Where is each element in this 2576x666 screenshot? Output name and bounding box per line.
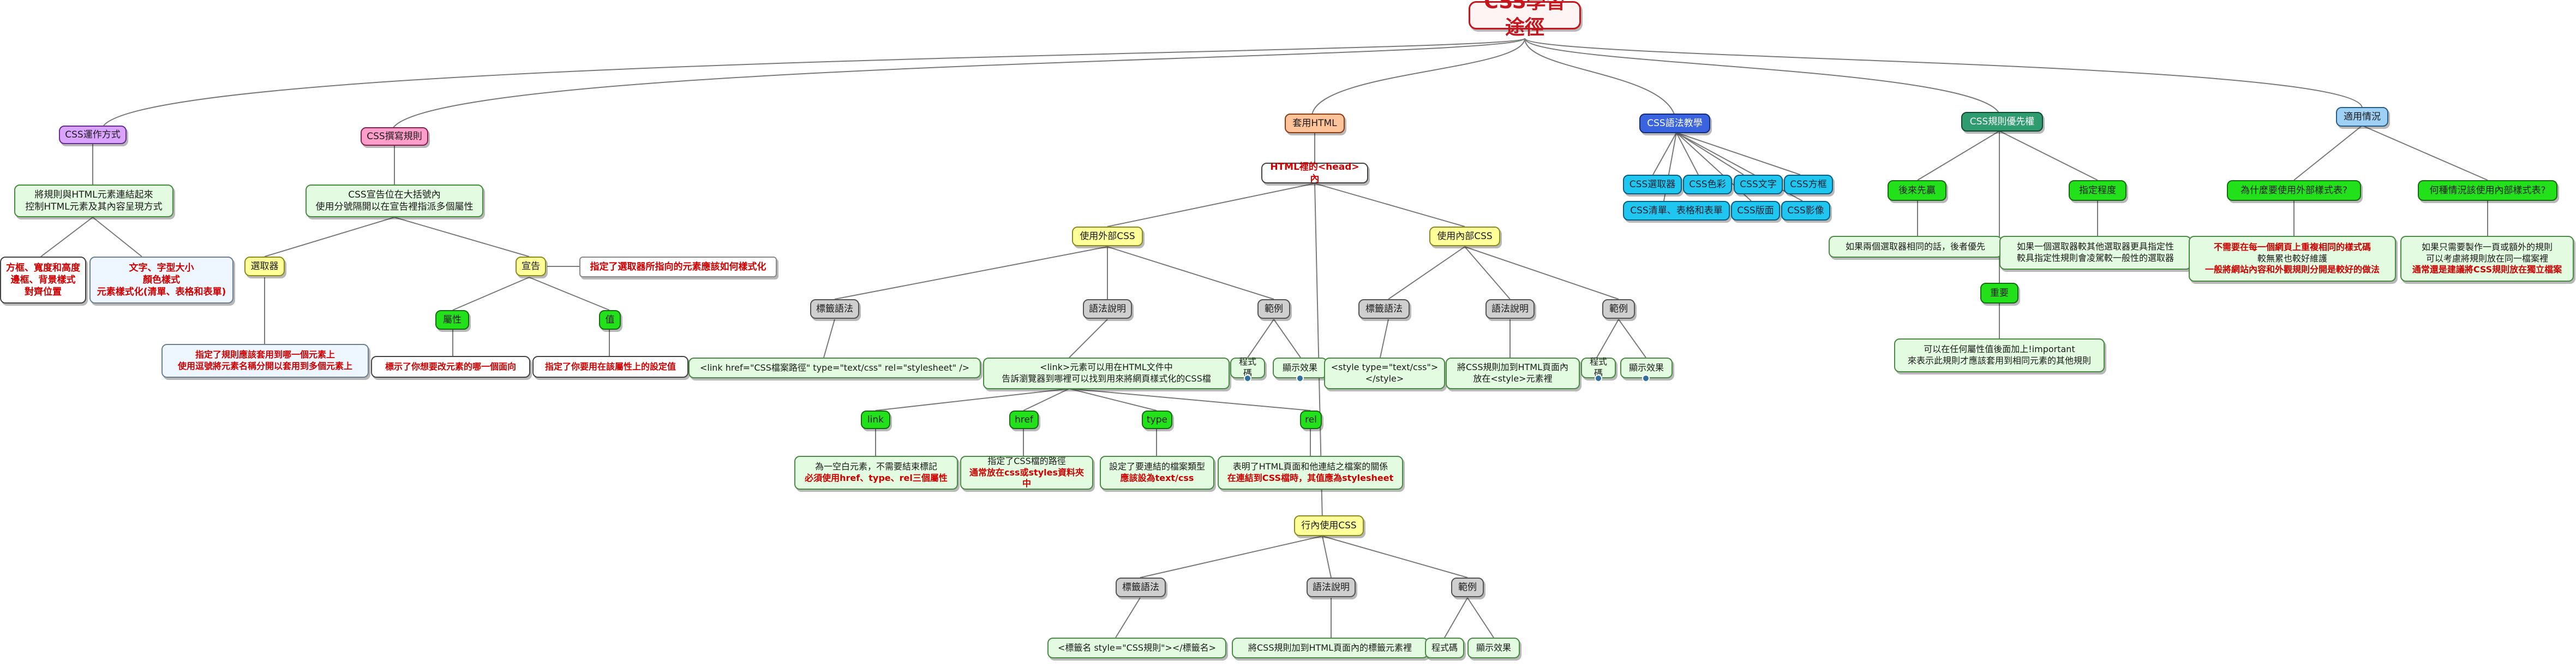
external-example[interactable]: 範例 <box>1257 299 1290 319</box>
property-note: 標示了你想要改元素的哪一個面向 <box>371 356 530 378</box>
external-display[interactable]: 顯示效果 <box>1273 358 1327 378</box>
cascade-note: 如果兩個選取器相同的話，後者優先 <box>1829 236 2002 258</box>
grammar-item-color[interactable]: CSS色彩 <box>1683 175 1732 194</box>
branch-rules[interactable]: CSS撰寫規則 <box>361 127 428 146</box>
branch-priority[interactable]: CSS規則優先權 <box>1961 112 2043 132</box>
inline-code[interactable]: 程式碼 <box>1425 638 1464 658</box>
selector-note: 指定了規則應該套用到哪一個元素上 使用逗號將元素名稱分開以套用到多個元素上 <box>161 344 369 378</box>
grammar-item-selector[interactable]: CSS選取器 <box>1623 175 1682 194</box>
priority-specific[interactable]: 指定程度 <box>2069 180 2126 201</box>
grammar-item-layout[interactable]: CSS版面 <box>1731 201 1780 221</box>
inline-display[interactable]: 顯示效果 <box>1467 638 1520 658</box>
internal-tag-syntax[interactable]: 標籤語法 <box>1358 299 1410 319</box>
collapse-icon[interactable] <box>1296 374 1304 382</box>
branch-apply[interactable]: CSS運作方式 <box>59 126 127 144</box>
link-description: 為一空白元素，不需要結束標記 必須使用href、type、rel三個屬性 <box>794 456 958 490</box>
inline-explain[interactable]: 語法說明 <box>1307 578 1356 597</box>
internal-example[interactable]: 範例 <box>1602 299 1635 319</box>
priority-important[interactable]: 重要 <box>1980 283 2018 304</box>
rules-selector[interactable]: 選取器 <box>244 257 285 276</box>
selector-note-line-2: 使用逗號將元素名稱分開以套用到多個元素上 <box>177 361 352 371</box>
attr-type[interactable]: type <box>1142 411 1172 429</box>
apply-text-style: 文字、字型大小 顏色樣式 元素樣式化(清單、表格和表單) <box>89 257 233 304</box>
html-internal[interactable]: 使用內部CSS <box>1429 227 1500 246</box>
link-desc-line: 為一空白元素，不需要結束標記 <box>814 461 937 472</box>
collapse-icon[interactable] <box>1595 374 1602 382</box>
priority-cascade[interactable]: 後來先贏 <box>1888 180 1946 201</box>
html-external[interactable]: 使用外部CSS <box>1072 227 1143 246</box>
rules-property[interactable]: 屬性 <box>435 310 469 330</box>
external-answer-line-1: 不需要在每一個網頁上重複相同的樣式碼 <box>2213 241 2371 252</box>
internal-answer-line-3: 通常還是建議將CSS規則放在獨立檔案 <box>2412 264 2562 275</box>
scenario-external-question[interactable]: 為什麼要使用外部樣式表? <box>2227 180 2361 201</box>
type-desc-line: 設定了要連結的檔案類型 <box>1109 461 1205 472</box>
specific-note: 如果一個選取器較其他選取器更具指定性 較具指定性規則會凌駕較一般性的選取器 <box>1999 236 2191 270</box>
link-desc-red: 必須使用href、type、rel三個屬性 <box>805 473 948 483</box>
grammar-item-list-table-form[interactable]: CSS清單、表格和表單 <box>1623 201 1730 221</box>
scenario-internal-question[interactable]: 何種情況該使用內部樣式表? <box>2418 180 2557 201</box>
external-explain[interactable]: 語法說明 <box>1083 299 1132 319</box>
attr-link[interactable]: link <box>861 411 890 429</box>
external-tag-syntax[interactable]: 標籤語法 <box>810 299 859 319</box>
rel-desc-line: 表明了HTML頁面和他連結之檔案的關係 <box>1232 461 1388 472</box>
inline-tag-syntax[interactable]: 標籤語法 <box>1116 578 1166 597</box>
rel-description: 表明了HTML頁面和他連結之檔案的關係 在連結到CSS檔時，其值應為styles… <box>1218 456 1403 490</box>
value-note: 指定了你要用在該屬性上的設定值 <box>532 356 688 378</box>
apply-description: 將規則與HTML元素連結起來 控制HTML元素及其內容呈現方式 <box>14 185 173 217</box>
grammar-item-text[interactable]: CSS文字 <box>1734 175 1783 194</box>
internal-explain-text: 將CSS規則加到HTML頁面內 放在<style>元素裡 <box>1446 358 1580 389</box>
branch-html[interactable]: 套用HTML <box>1285 114 1345 133</box>
branch-grammar[interactable]: CSS語法教學 <box>1639 114 1710 133</box>
rel-desc-red: 在連結到CSS檔時，其值應為stylesheet <box>1227 473 1394 483</box>
external-answer-line-2: 較無累也較好維護 <box>2257 253 2327 264</box>
attr-href[interactable]: href <box>1009 411 1039 429</box>
branch-scenarios[interactable]: 適用情況 <box>2336 107 2388 127</box>
external-syntax-text: <link href="CSS檔案路徑" type="text/css" rel… <box>688 358 981 378</box>
attr-rel[interactable]: rel <box>1300 411 1322 429</box>
href-description: 指定了CSS檔的路徑 通常放在css或styles資料夾中 <box>960 456 1093 490</box>
inline-explain-text: 將CSS規則加到HTML頁面內的標籤元素裡 <box>1232 638 1428 658</box>
important-note: 可以在任何屬性值後面加上!important 來表示此規則才應該套用到相同元素的… <box>1894 338 2105 372</box>
internal-syntax-text: <style type="text/css"> </style> <box>1324 358 1445 389</box>
scenario-internal-answer: 如果只需要製作一頁或額外的規則 可以考慮將規則放在同一檔案裡 通常還是建議將CS… <box>2400 236 2574 282</box>
apply-box-model: 方框、寬度和高度 邊框、背景樣式 對齊位置 <box>0 257 86 304</box>
scenario-external-answer: 不需要在每一個網頁上重複相同的樣式碼 較無累也較好維護 一般將網站內容和外觀規則… <box>2189 236 2396 282</box>
type-desc-red: 應該設為text/css <box>1120 473 1194 483</box>
href-desc-line: 指定了CSS檔的路徑 <box>987 455 1066 466</box>
collapse-icon[interactable] <box>1244 374 1251 382</box>
grammar-item-box[interactable]: CSS方框 <box>1784 175 1833 194</box>
rules-value[interactable]: 值 <box>599 310 621 330</box>
type-description: 設定了要連結的檔案類型 應該設為text/css <box>1100 456 1214 490</box>
selector-note-line-1: 指定了規則應該套用到哪一個元素上 <box>195 349 335 360</box>
internal-answer-line-1: 如果只需要製作一頁或額外的規則 <box>2421 241 2553 252</box>
external-answer-line-3: 一般將網站內容和外觀規則分開是較好的做法 <box>2204 264 2380 275</box>
rules-declaration[interactable]: 宣告 <box>516 257 546 276</box>
external-explain-text: <link>元素可以用在HTML文件中 告訴瀏覽器到哪裡可以找到用來將網頁樣式化… <box>983 358 1230 389</box>
html-inline[interactable]: 行內使用CSS <box>1294 515 1364 536</box>
rules-description: CSS宣告位在大括號內 使用分號隔開以在宣告裡指派多個屬性 <box>305 185 483 217</box>
inline-syntax-text: <標籤名 style="CSS規則"></標籤名> <box>1047 638 1226 658</box>
internal-answer-line-2: 可以考慮將規則放在同一檔案裡 <box>2425 253 2548 264</box>
root-title: CSS學習途徑 <box>1469 0 1581 39</box>
inline-example[interactable]: 範例 <box>1451 578 1484 597</box>
html-head: HTML裡的<head>內 <box>1261 162 1368 185</box>
href-desc-red: 通常放在css或styles資料夾中 <box>969 467 1084 489</box>
grammar-item-image[interactable]: CSS影像 <box>1781 201 1830 221</box>
internal-explain[interactable]: 語法說明 <box>1485 299 1535 319</box>
declaration-note: 指定了選取器所指向的元素應該如何樣式化 <box>579 257 777 277</box>
collapse-icon[interactable] <box>1642 374 1650 382</box>
